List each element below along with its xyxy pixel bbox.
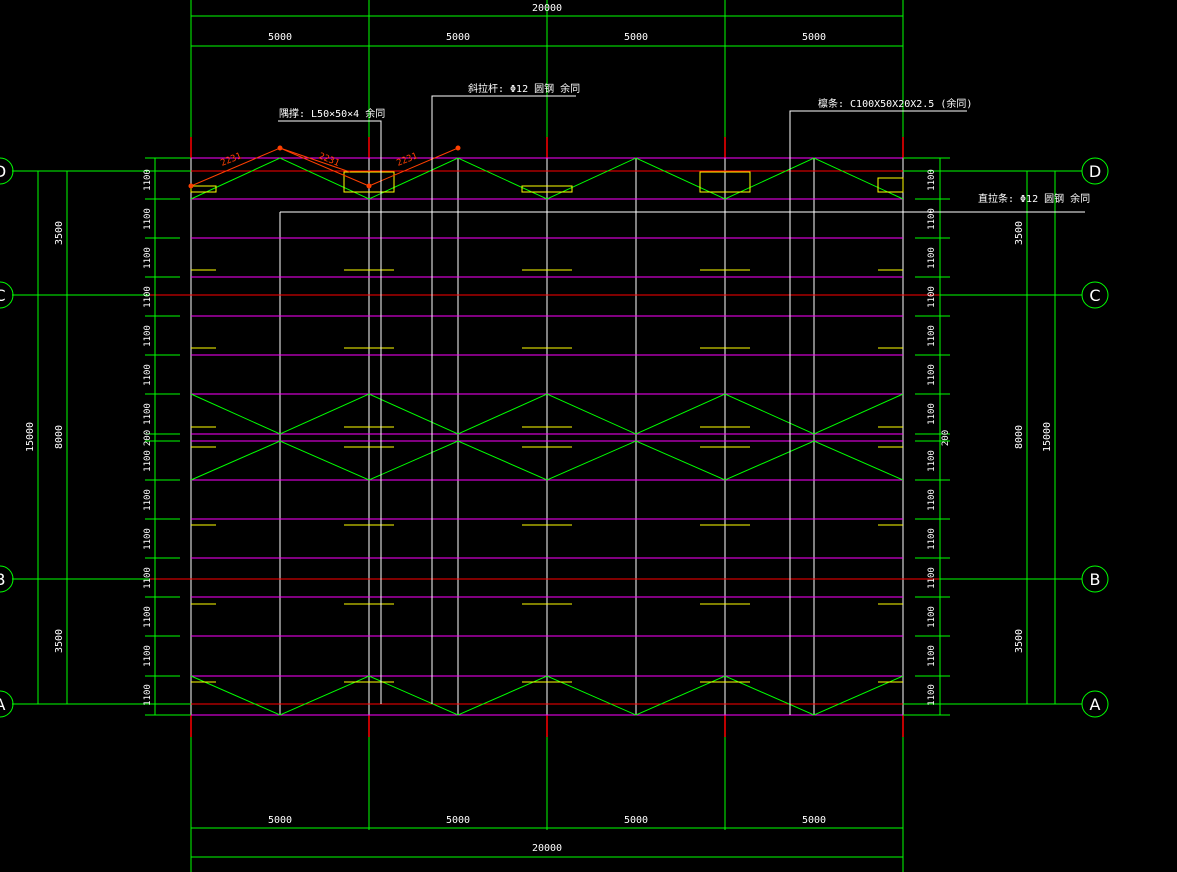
- brace-length-label-2: 2231: [317, 152, 341, 169]
- axis-bubble-c-left: [0, 281, 14, 309]
- right-segment-dimension: 3500: [1014, 629, 1025, 653]
- svg-text:1100: 1100: [143, 325, 153, 347]
- svg-text:1100: 1100: [927, 450, 937, 472]
- brace-zigzags: [190, 157, 904, 716]
- brace-annotation: 隅撑: L50×50×4 余同: [279, 107, 385, 120]
- svg-text:1100: 1100: [143, 208, 153, 230]
- right-segment-dimension: 3500: [1014, 221, 1025, 245]
- axis-bubble-b: [1081, 565, 1109, 593]
- corner-braces: [188, 145, 461, 189]
- zigzag-top: [190, 157, 904, 200]
- right-spacing-labels: 1100 1100 1100 1100 1100 1100 1100 200 1…: [927, 169, 951, 706]
- left-spacing-labels: 1100 1100 1100 1100 1100 1100 1100 200 1…: [143, 169, 153, 706]
- svg-text:200: 200: [941, 430, 951, 446]
- svg-text:1100: 1100: [927, 567, 937, 589]
- left-dimension-chain: [12, 157, 191, 716]
- svg-text:200: 200: [143, 430, 153, 446]
- svg-text:1100: 1100: [927, 169, 937, 191]
- svg-text:1100: 1100: [927, 364, 937, 386]
- purlin-annotation: 檩条: C100X50X20X2.5 (余同): [818, 97, 972, 110]
- svg-text:1100: 1100: [143, 364, 153, 386]
- svg-text:1100: 1100: [927, 286, 937, 308]
- zigzag-mid-lower: [190, 440, 904, 481]
- svg-text:1100: 1100: [143, 489, 153, 511]
- bottom-bay-dimension: 5000: [624, 815, 648, 826]
- brace-leader: [278, 120, 382, 704]
- svg-text:1100: 1100: [927, 208, 937, 230]
- svg-text:1100: 1100: [143, 169, 153, 191]
- top-bay-dimension: 5000: [802, 32, 826, 43]
- axis-label-c-left: C: [0, 286, 6, 305]
- annotation-leaders: [278, 95, 1085, 715]
- svg-text:1100: 1100: [927, 325, 937, 347]
- axis-bubble-a-left: [0, 690, 14, 718]
- bottom-bay-dimension: 5000: [446, 815, 470, 826]
- svg-text:1100: 1100: [927, 247, 937, 269]
- left-overall-dimension: 15000: [25, 422, 36, 452]
- axis-bubble-c: [1081, 281, 1109, 309]
- column-grid-lines: [190, 137, 904, 737]
- axis-label-c: C: [1089, 286, 1100, 305]
- top-dimension-chain: [190, 0, 904, 137]
- axis-label-a-left: A: [0, 695, 6, 714]
- top-total-dimension: 20000: [532, 3, 562, 14]
- axis-label-a: A: [1090, 695, 1101, 714]
- column-end-ticks: [190, 137, 904, 737]
- left-segment-dimension: 8000: [54, 425, 65, 449]
- svg-text:1100: 1100: [927, 684, 937, 706]
- svg-text:1100: 1100: [143, 645, 153, 667]
- axis-bubbles-left: [0, 157, 14, 718]
- svg-text:1100: 1100: [143, 450, 153, 472]
- axis-bubbles-right: [1081, 157, 1109, 718]
- svg-text:1100: 1100: [143, 528, 153, 550]
- svg-text:1100: 1100: [927, 528, 937, 550]
- left-segment-dimension: 3500: [54, 629, 65, 653]
- axis-bubble-b-left: [0, 565, 14, 593]
- svg-text:1100: 1100: [927, 403, 937, 425]
- svg-text:1100: 1100: [143, 403, 153, 425]
- axis-label-b-left: B: [0, 570, 5, 589]
- right-dimension-chain: [903, 157, 1082, 716]
- axis-bubble-d: [1081, 157, 1109, 185]
- axis-label-d-left: D: [0, 162, 6, 181]
- svg-text:1100: 1100: [143, 684, 153, 706]
- zigzag-bottom: [190, 675, 904, 716]
- bottom-total-dimension: 20000: [532, 843, 562, 854]
- bottom-dimension-chain: [190, 737, 904, 872]
- right-segment-dimension: 8000: [1014, 425, 1025, 449]
- bottom-bay-dimension: 5000: [802, 815, 826, 826]
- svg-text:1100: 1100: [927, 606, 937, 628]
- svg-text:1100: 1100: [927, 489, 937, 511]
- diag-rod-annotation: 斜拉杆: Φ12 圆钢 余同: [468, 82, 580, 95]
- svg-text:1100: 1100: [143, 247, 153, 269]
- right-overall-dimension: 15000: [1042, 422, 1053, 452]
- top-bay-dimension: 5000: [268, 32, 292, 43]
- svg-text:1100: 1100: [927, 645, 937, 667]
- brace-length-label-1: 2231: [219, 151, 243, 168]
- svg-text:1100: 1100: [143, 567, 153, 589]
- axis-bubble-a: [1081, 690, 1109, 718]
- diag-rod-leader: [431, 95, 576, 704]
- svg-text:1100: 1100: [143, 286, 153, 308]
- svg-text:1100: 1100: [143, 606, 153, 628]
- bottom-bay-dimension: 5000: [268, 815, 292, 826]
- purlin-leader: [789, 110, 967, 715]
- axis-label-b: B: [1090, 570, 1101, 589]
- axis-beam-lines: [150, 170, 940, 705]
- axis-bubble-d-left: [0, 157, 14, 185]
- axis-label-d: D: [1089, 162, 1101, 181]
- tie-rod-markers: [190, 171, 904, 683]
- straight-rod-annotation: 直拉条: Φ12 圆钢 余同: [978, 192, 1090, 205]
- top-bay-dimension: 5000: [624, 32, 648, 43]
- left-segment-dimension: 3500: [54, 221, 65, 245]
- top-bay-dimension: 5000: [446, 32, 470, 43]
- zigzag-mid-upper: [190, 393, 904, 435]
